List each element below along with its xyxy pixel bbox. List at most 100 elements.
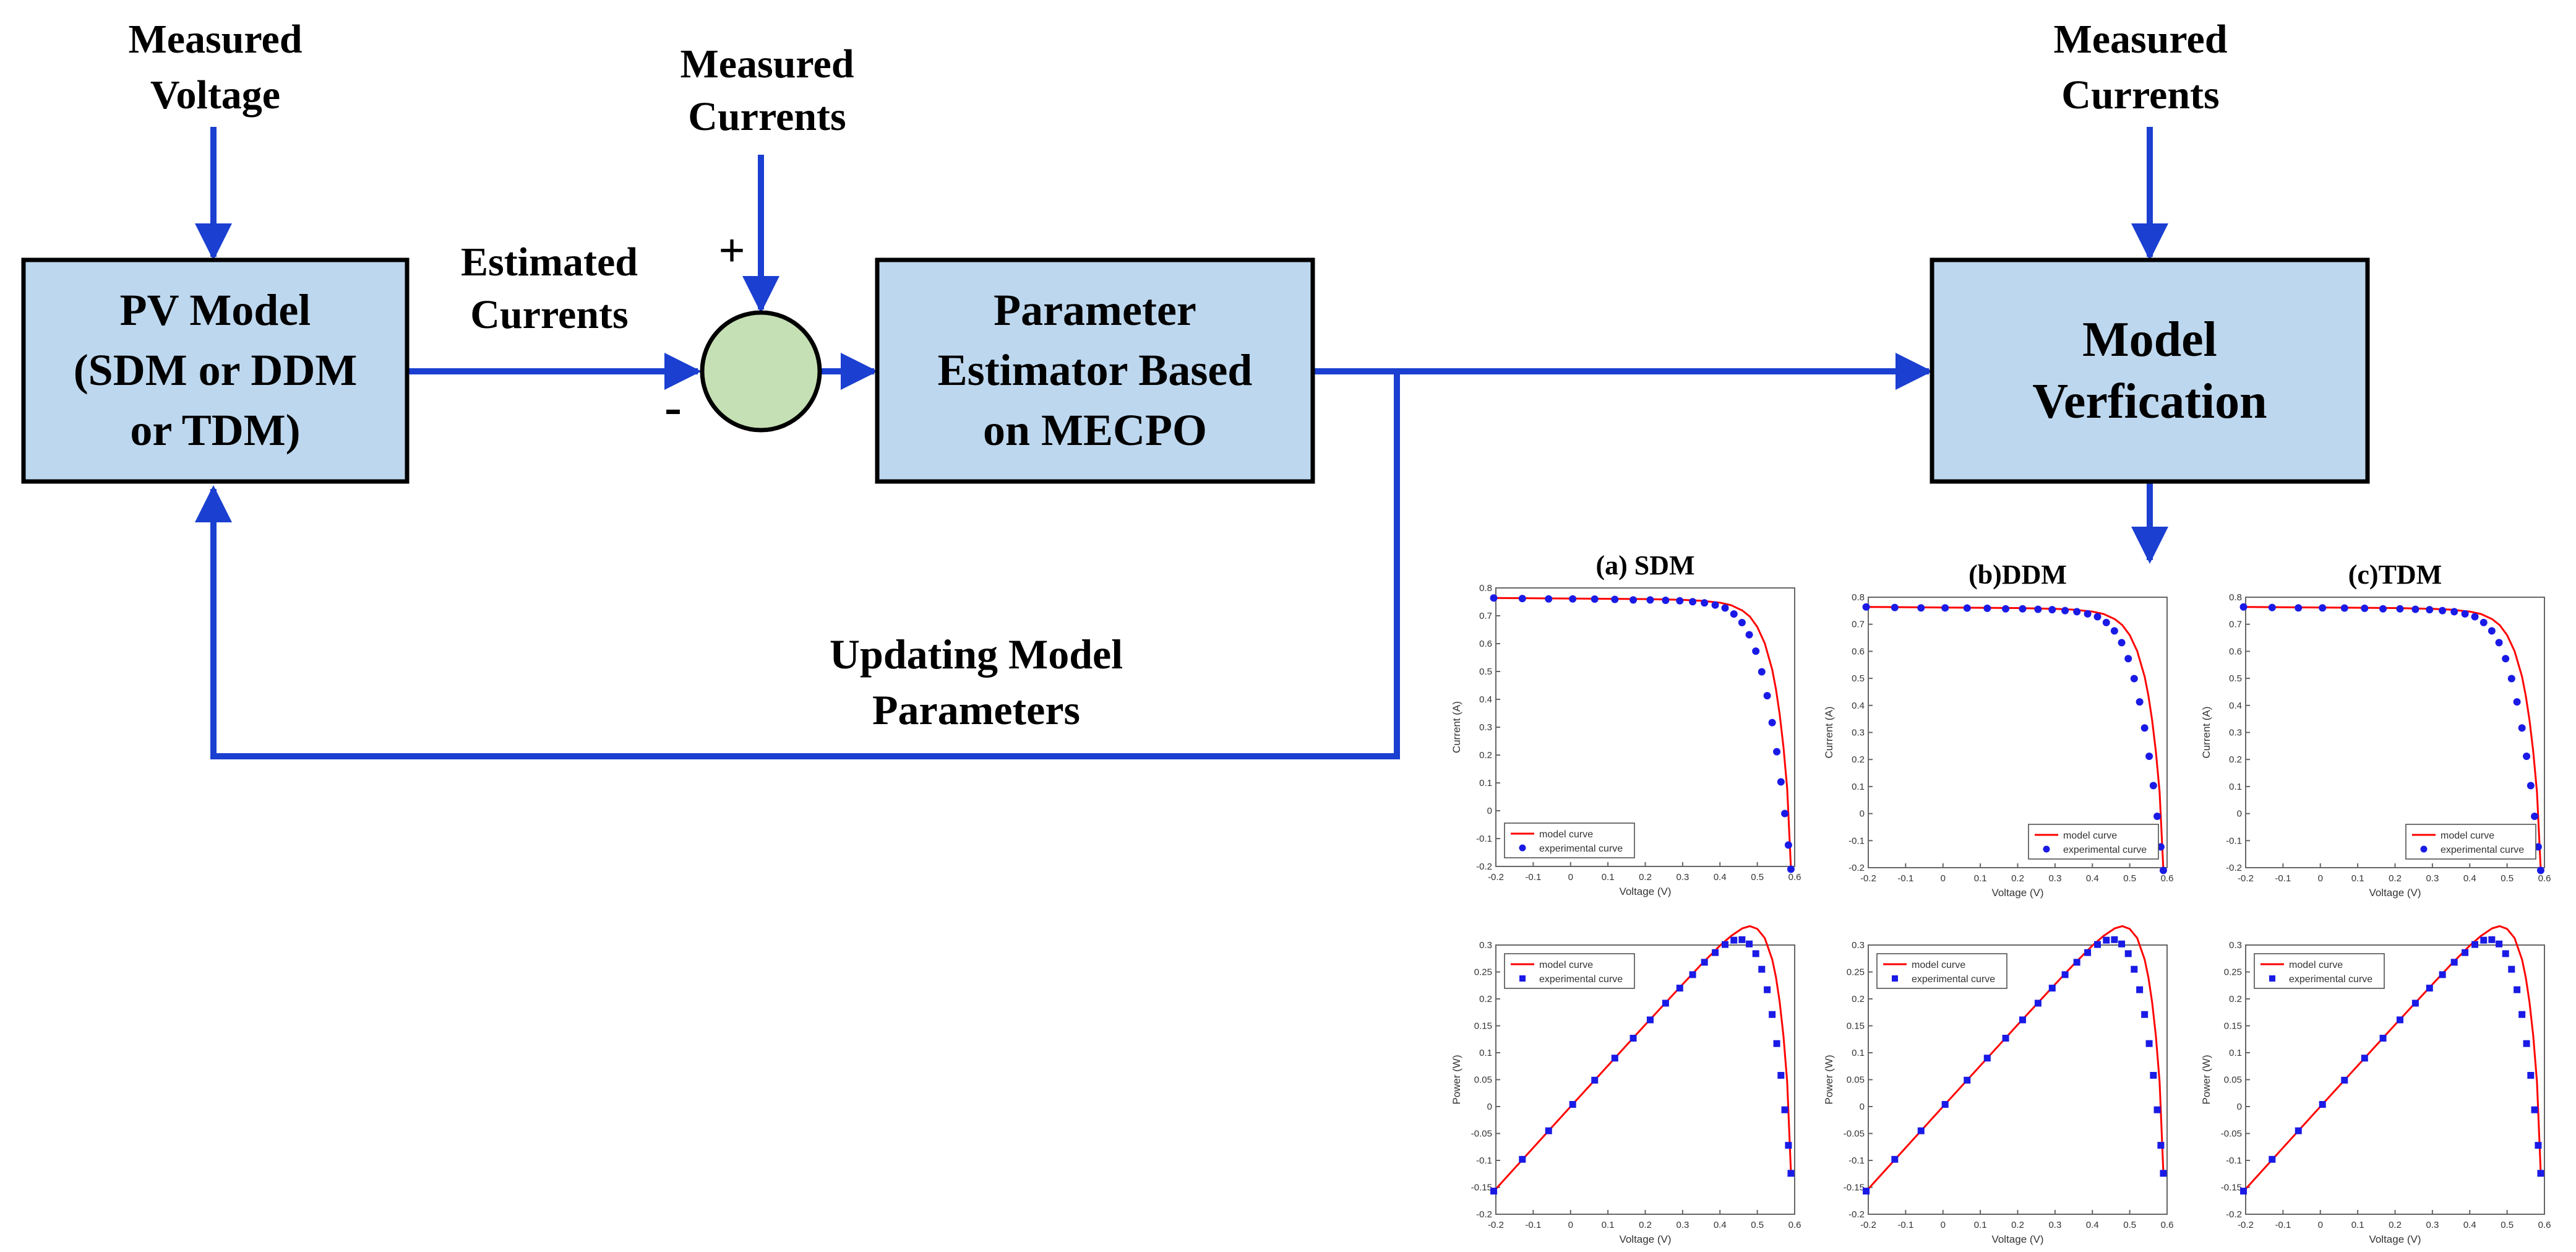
experimental-point — [2426, 985, 2433, 992]
x-tick-label: 0.5 — [2123, 1220, 2136, 1230]
experimental-point — [1917, 1127, 1925, 1134]
x-tick-label: 0.4 — [1714, 872, 1727, 883]
y-tick-label: 0.4 — [1852, 701, 1865, 711]
experimental-point — [1745, 631, 1753, 639]
experimental-point — [2523, 1040, 2530, 1047]
legend-box — [1504, 953, 1635, 989]
experimental-point — [1983, 1055, 1991, 1062]
y-tick-label: 0.1 — [2229, 1048, 2242, 1058]
x-tick-label: 0.6 — [2161, 873, 2174, 884]
y-tick-label: 0.05 — [2224, 1075, 2242, 1086]
legend-entry: model curve — [2441, 831, 2494, 841]
experimental-point — [2488, 627, 2496, 635]
x-tick-label: 0.4 — [2086, 873, 2099, 884]
experimental-point — [1768, 719, 1776, 727]
experimental-point — [1722, 941, 1729, 948]
experimental-point — [2084, 949, 2092, 956]
y-tick-label: 0.4 — [1479, 694, 1492, 705]
legend-marker-swatch — [2269, 975, 2275, 982]
experimental-point — [1689, 598, 1697, 606]
measured-voltage-label: Measured Voltage — [128, 17, 302, 118]
experimental-point — [1721, 604, 1729, 612]
experimental-point — [1941, 1101, 1949, 1108]
y-tick-label: 0.6 — [1479, 639, 1492, 649]
experimental-point — [2153, 812, 2162, 820]
experimental-point — [1738, 936, 1746, 943]
measured-currents-verif-line-2: Currents — [2061, 72, 2219, 118]
y-tick-label: 0.1 — [1852, 1048, 1865, 1058]
experimental-point — [1646, 596, 1654, 604]
legend-entry: model curve — [1539, 829, 1593, 840]
experimental-point — [2239, 603, 2248, 611]
experimental-point — [1891, 1155, 1899, 1163]
experimental-point — [1689, 971, 1696, 978]
y-axis-label: Current (A) — [2200, 706, 2212, 758]
pv-model-line-3: or TDM) — [130, 405, 300, 455]
y-tick-label: -0.1 — [1476, 834, 1492, 844]
updating-parameters-label: Updating Model Parameters — [830, 631, 1123, 733]
y-tick-label: 0.3 — [2229, 728, 2242, 738]
y-tick-label: 0.2 — [2229, 754, 2242, 765]
x-axis-label: Voltage (V) — [2369, 887, 2421, 899]
experimental-point — [2111, 936, 2118, 943]
legend-box — [2254, 953, 2385, 989]
experimental-point — [2523, 752, 2531, 760]
experimental-point — [2034, 605, 2042, 613]
y-tick-label: -0.1 — [1848, 835, 1865, 846]
experimental-point — [2160, 1170, 2167, 1177]
experimental-point — [1730, 936, 1738, 944]
y-tick-label: 0.15 — [1847, 1021, 1865, 1032]
y-tick-label: -0.1 — [2226, 1155, 2242, 1166]
y-tick-label: -0.05 — [1471, 1129, 1492, 1139]
x-tick-label: 0.5 — [2123, 873, 2136, 884]
experimental-point — [1785, 1142, 1792, 1149]
legend-box — [1504, 822, 1635, 858]
y-tick-label: 0 — [1860, 809, 1865, 819]
verification-line-1: Model — [2082, 313, 2217, 367]
model-curve-line — [1868, 606, 2165, 870]
experimental-point — [1773, 1040, 1780, 1047]
experimental-point — [2034, 999, 2041, 1007]
experimental-point — [2537, 1170, 2544, 1177]
y-tick-label: -0.2 — [1848, 1209, 1865, 1220]
legend-marker-swatch — [2043, 845, 2050, 853]
experimental-point — [2157, 843, 2165, 851]
experimental-point — [1763, 692, 1771, 700]
experimental-point — [2439, 971, 2446, 978]
verification-line-2: Verfication — [2032, 374, 2267, 429]
legend-marker-swatch — [2420, 845, 2428, 853]
x-tick-label: -0.1 — [1897, 873, 1913, 884]
x-axis-label: Voltage (V) — [1619, 886, 1671, 897]
estimator-line-3: on MECPO — [983, 405, 1207, 455]
experimental-point — [2141, 1011, 2149, 1018]
y-tick-label: -0.15 — [2221, 1183, 2242, 1193]
y-tick-label: 0.25 — [1474, 967, 1492, 978]
experimental-point — [1591, 1076, 1599, 1084]
experimental-point — [2093, 613, 2102, 621]
x-tick-label: 0.5 — [1751, 1220, 1764, 1230]
experimental-point — [1752, 647, 1760, 655]
connectors — [195, 127, 2168, 759]
x-tick-label: 0.4 — [1714, 1220, 1727, 1230]
experimental-point — [2536, 866, 2544, 874]
experimental-point — [2411, 605, 2419, 613]
experimental-point — [2073, 608, 2081, 616]
x-tick-label: 0.1 — [1974, 873, 1987, 884]
experimental-point — [2118, 639, 2126, 647]
y-tick-label: 0.25 — [2224, 967, 2242, 978]
experimental-point — [1781, 1106, 1788, 1113]
experimental-point — [1863, 1188, 1870, 1195]
experimental-point — [2379, 1035, 2387, 1042]
experimental-point — [2513, 698, 2521, 706]
y-tick-label: -0.2 — [1476, 861, 1492, 872]
y-tick-label: 0.15 — [1474, 1021, 1492, 1032]
experimental-point — [2502, 655, 2510, 663]
experimental-point — [2471, 613, 2479, 621]
model-curve-line — [1495, 597, 1792, 869]
plot-frame — [1868, 944, 2168, 1215]
y-tick-label: 0.3 — [1852, 728, 1865, 738]
